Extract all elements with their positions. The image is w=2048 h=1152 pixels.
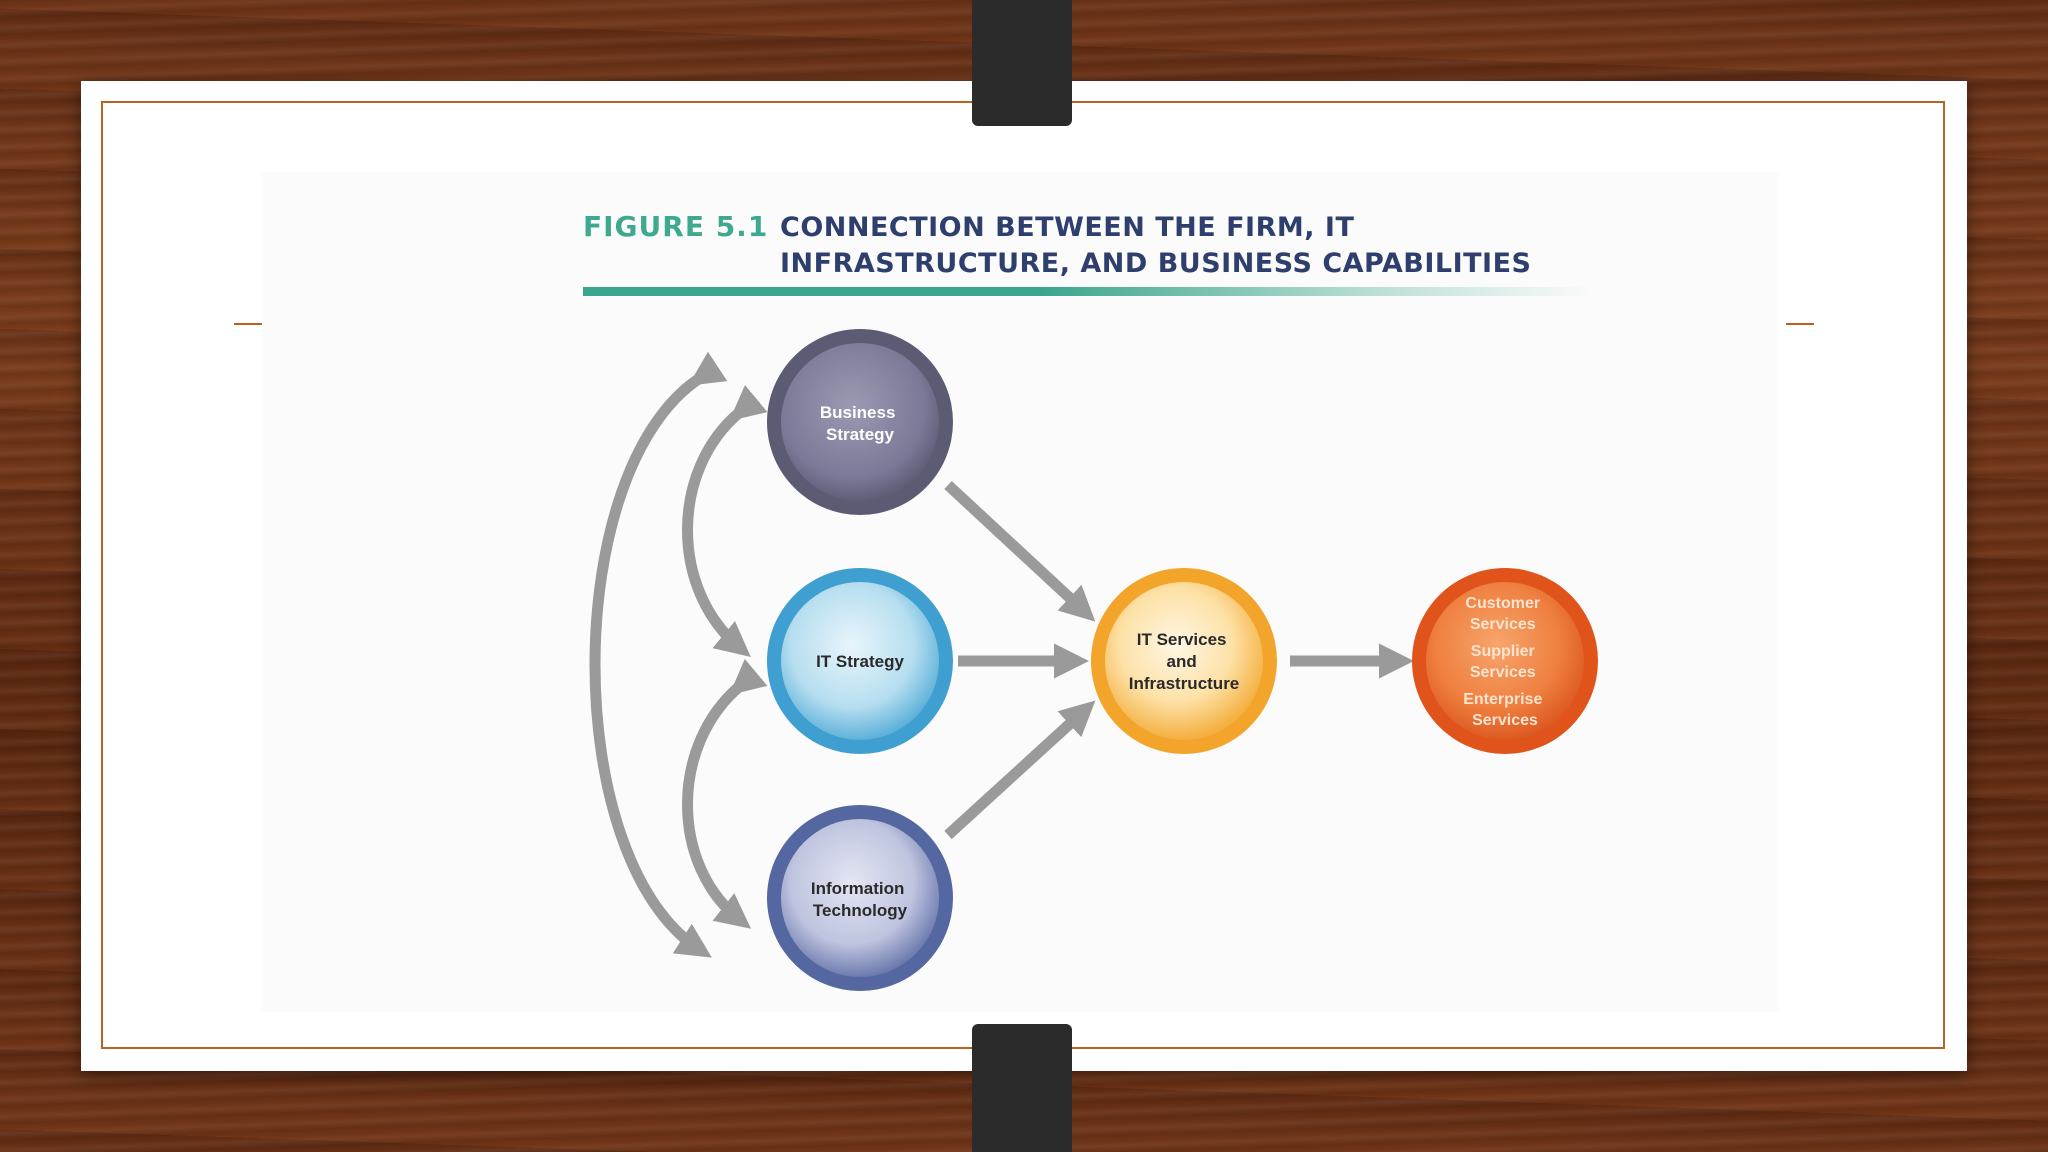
infotech-to-services-arrow [944,700,1096,840]
information-technology-label-line1: Information [811,879,905,898]
top-binder-clip [972,0,1072,126]
upper-loop-arrow [682,384,768,657]
svg-text:Business Strategy: Business Strategy [820,403,900,444]
svg-text:IT Strategy: IT Strategy [816,652,904,671]
it-strategy-node: IT Strategy [767,568,953,754]
it-services-node: IT Services and Infrastructure [1091,568,1277,754]
customer-services-line1: Customer [1465,595,1540,612]
customer-services-line2: Services [1470,616,1536,633]
svg-text:Information Technology: Information Technology [811,879,909,920]
bottom-binder-clip [972,1024,1072,1152]
outer-loop-arrow [589,351,728,958]
title-underline [583,287,1595,296]
enterprise-services-line1: Enterprise [1463,691,1542,708]
information-technology-node: Information Technology [767,805,953,991]
information-technology-label-line2: Technology [813,901,908,920]
it-services-label-line1: IT Services [1137,630,1227,649]
business-strategy-node: Business Strategy [767,329,953,515]
figure-title: CONNECTION BETWEEN THE FIRM, IT INFRASTR… [780,212,1532,279]
lower-loop-arrow [682,658,768,929]
it-strategy-label: IT Strategy [816,652,904,671]
business-capabilities-node: Customer Services Supplier Services Ente… [1412,568,1598,754]
supplier-services-line2: Services [1470,664,1536,681]
svg-text:Customer Services: Customer Services Supplier Services Ente… [1463,595,1547,729]
business-to-services-arrow [944,480,1096,622]
svg-text:IT Services and In: IT Services and Infrastructure [1129,630,1240,693]
right-frame-tick [1786,323,1814,325]
enterprise-services-line2: Services [1472,712,1538,729]
left-frame-tick [234,323,262,325]
it-services-label-line3: Infrastructure [1129,674,1240,693]
it-services-label-line2: and [1167,652,1197,671]
business-strategy-label-line2: Strategy [826,425,895,444]
business-strategy-label-line1: Business [820,403,896,422]
figure-number: FIGURE 5.1 [583,210,769,243]
supplier-services-line1: Supplier [1471,643,1535,660]
